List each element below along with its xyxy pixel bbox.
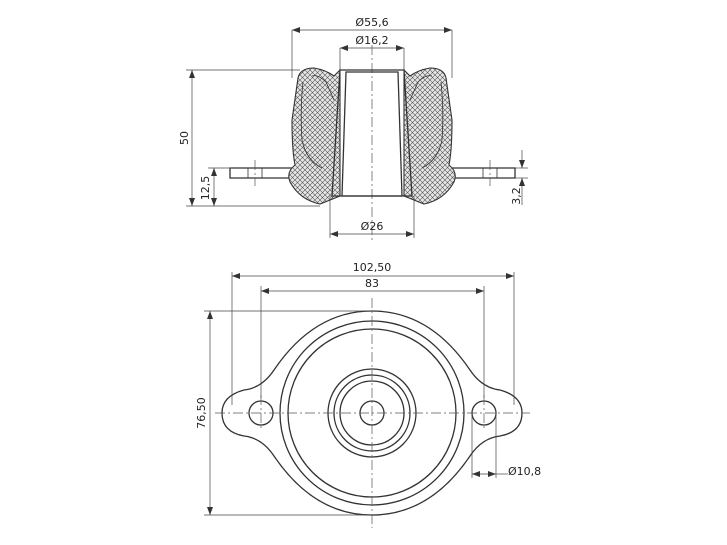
inner-bore [331, 69, 413, 197]
dim-top-diameter: Ø16,2 [355, 34, 388, 47]
dim-overall-width: 102,50 [353, 261, 392, 274]
section-view: Ø55,6 Ø16,2 Ø26 50 12,5 3,2 [178, 16, 528, 240]
dim-overall-height: 76,50 [195, 397, 208, 429]
dim-outer-diameter: Ø55,6 [355, 16, 388, 29]
left-flange [229, 167, 296, 179]
plan-view: 102,50 83 76,50 Ø10,8 [195, 261, 541, 528]
dim-flange-height: 12,5 [199, 176, 212, 201]
right-flange [449, 167, 516, 179]
dim-flange-thickness: 3,2 [510, 187, 523, 205]
dim-total-height: 50 [178, 131, 191, 145]
dim-hole-diameter: Ø10,8 [508, 465, 541, 478]
dim-hole-spacing: 83 [365, 277, 379, 290]
dim-bottom-diameter: Ø26 [361, 220, 384, 233]
inner-sleeve [341, 71, 403, 197]
